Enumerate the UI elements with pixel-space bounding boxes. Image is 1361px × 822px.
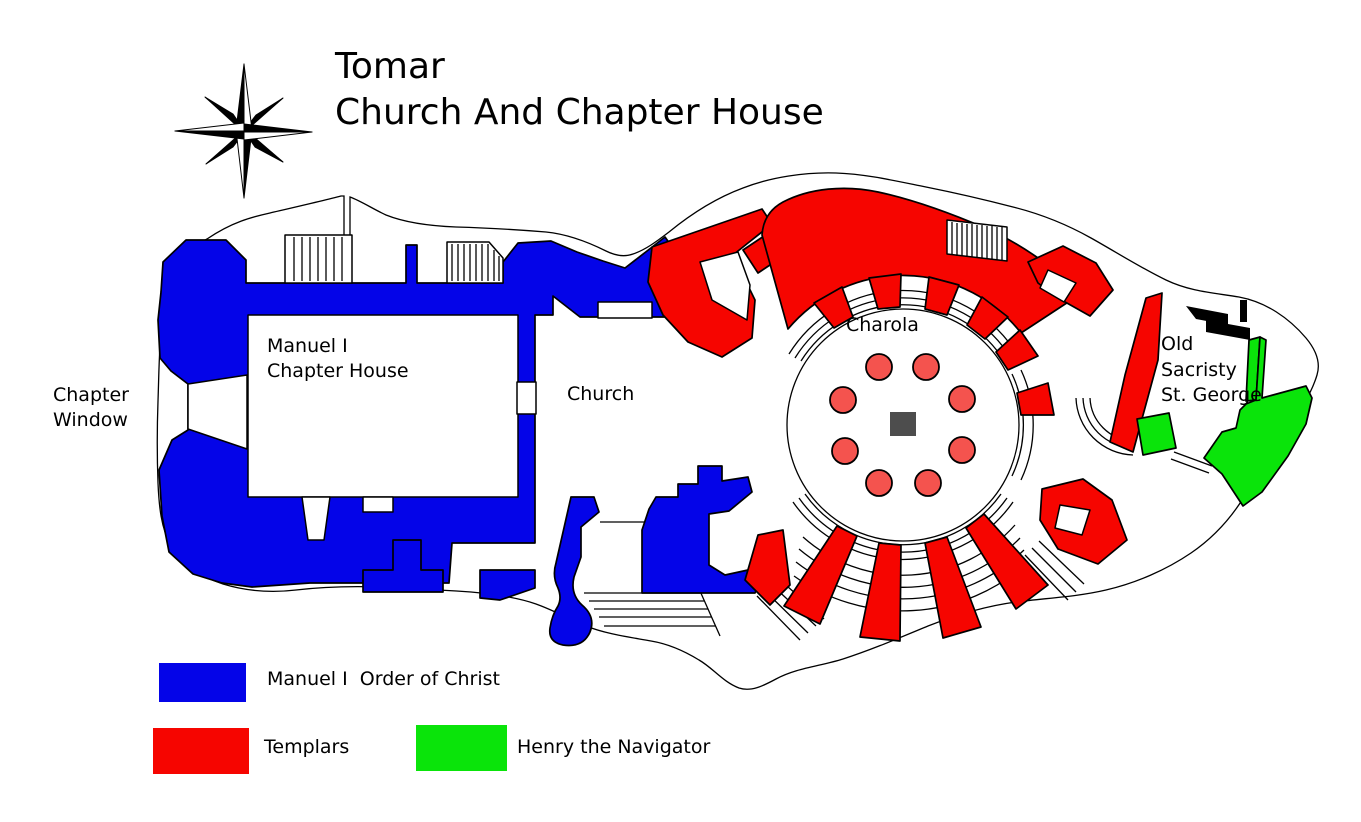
compass-rose-icon (174, 63, 313, 199)
northeast-chunk-opening (1039, 269, 1077, 303)
south-choir-mass (641, 465, 763, 594)
column (829, 386, 857, 414)
southwest-pier-block (744, 529, 791, 606)
column (912, 353, 940, 381)
legend-swatch-templars (153, 728, 249, 774)
chapter-house-room (247, 314, 519, 498)
stairs-icon (1186, 300, 1250, 340)
legend-swatch-manuel (159, 663, 246, 702)
nave-door-opening (516, 381, 537, 415)
label-old-sacristy-line2: Sacristy (1161, 359, 1237, 381)
label-chapter-window-line1: Chapter (53, 384, 129, 406)
legend-label-henry: Henry the Navigator (517, 736, 710, 758)
east-wedge (1109, 292, 1163, 453)
stairs-hatch-northwest (284, 234, 353, 284)
templars-regions (647, 187, 1163, 642)
chapter-house-openings (187, 301, 653, 541)
east-pier (1016, 382, 1055, 416)
henry-regions (1136, 336, 1313, 507)
column (948, 385, 976, 413)
charola-south-piers (783, 513, 1049, 642)
chapter-window-opening (187, 374, 248, 450)
site-boundary-path (156, 172, 1320, 690)
legend-swatch-henry (416, 725, 507, 771)
column (948, 436, 976, 464)
east-step-arcs (1011, 369, 1034, 481)
legend-label-manuel: Manuel I Order of Christ (267, 668, 500, 690)
green-small-chamber (1136, 412, 1177, 456)
south-door-opening (301, 496, 331, 541)
southeast-hook-opening (1054, 504, 1091, 536)
label-chapter-house-line1: Manuel I (267, 335, 348, 357)
legend-label-templars: Templars (263, 736, 349, 758)
site-boundary (156, 172, 1320, 690)
label-old-sacristy-line1: Old (1161, 333, 1193, 355)
church-north-door (597, 301, 653, 319)
page-title-line1: Tomar (334, 46, 445, 87)
legend: Manuel I Order of Christ Templars Henry … (153, 663, 710, 774)
column (865, 469, 893, 497)
label-chapter-house-line2: Chapter House (267, 360, 409, 382)
south-wall-niche (362, 496, 394, 513)
charola-rotunda-floor (786, 308, 1020, 542)
nave-south-pier (548, 496, 600, 647)
stairs-hatch-charola (946, 219, 1008, 262)
charola-columns (829, 353, 976, 497)
charola-north-piers (813, 273, 1039, 371)
southeast-ramp-lines (1024, 540, 1085, 601)
chapter-house-south-annex (362, 539, 444, 593)
page-title-line2: Church And Chapter House (335, 92, 824, 133)
stairs-hatch-north (446, 241, 504, 284)
column (831, 437, 859, 465)
altar-square (890, 412, 916, 436)
west-portal-notch (699, 251, 751, 321)
label-church: Church (567, 383, 634, 405)
column (914, 469, 942, 497)
column (865, 353, 893, 381)
label-old-sacristy-line3: St. George (1161, 384, 1262, 406)
plan-labels: Tomar Church And Chapter House Chapter W… (53, 46, 1262, 431)
label-chapter-window-line2: Window (53, 409, 128, 431)
label-charola: Charola (846, 314, 919, 336)
nave-southwest-foot (479, 569, 536, 601)
green-main-hall (1203, 336, 1313, 507)
